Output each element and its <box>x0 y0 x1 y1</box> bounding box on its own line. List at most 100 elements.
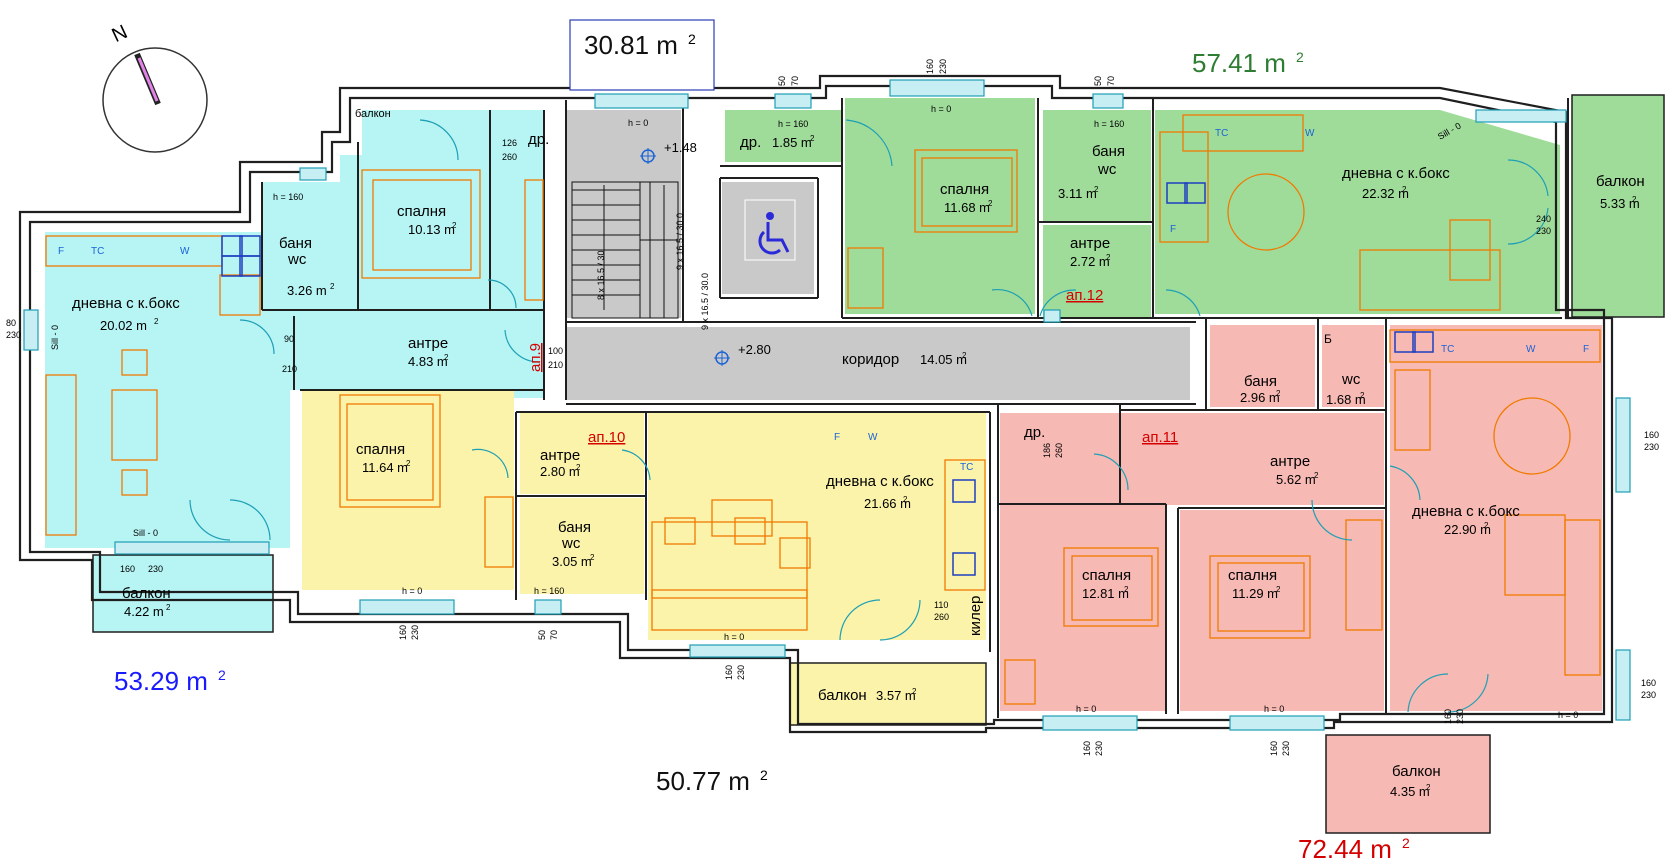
apartment-links[interactable]: ап.9 ап.10 ап.11 ап.12 <box>527 287 1178 446</box>
room-balcony-ap11 <box>1326 735 1490 833</box>
room-bath-ap11 <box>1210 325 1315 407</box>
svg-text:W: W <box>1526 344 1536 355</box>
svg-text:F: F <box>1170 224 1176 235</box>
room-bath-ap12 <box>1043 110 1151 222</box>
svg-text:h = 0: h = 0 <box>931 104 951 114</box>
apartment-link-ap12[interactable]: ап.12 <box>1066 287 1103 304</box>
furniture <box>45 114 1601 705</box>
room-name-r25: антре <box>1270 453 1310 470</box>
room-living-ap11 <box>1390 325 1602 711</box>
svg-text:2: 2 <box>330 282 335 291</box>
svg-text:F: F <box>58 246 64 257</box>
room-area-r19: 22.32 m <box>1362 186 1409 201</box>
room-labels: дневна с к.бокс 20.02 m 2 баня wc 3.26 m… <box>72 108 1645 799</box>
svg-text:h = 160: h = 160 <box>778 119 808 129</box>
room-area-r14: 14.05 m <box>920 352 967 367</box>
svg-text:h = 160: h = 160 <box>273 192 303 202</box>
room-area-r15: 1.85 m <box>772 135 812 150</box>
walls <box>18 74 1614 734</box>
svg-text:260: 260 <box>502 152 517 162</box>
stair-total-box <box>569 19 715 91</box>
svg-text:260: 260 <box>1054 443 1064 458</box>
svg-text:160: 160 <box>1082 741 1092 756</box>
partitions <box>261 98 1569 718</box>
room-name-r15: др. <box>740 134 761 151</box>
room-wc-ap11 <box>1322 325 1384 407</box>
svg-text:110: 110 <box>934 600 948 610</box>
svg-text:TC: TC <box>1215 128 1228 139</box>
svg-text:h = 0: h = 0 <box>402 586 422 596</box>
room-area-r17: 3.11 m <box>1058 186 1097 201</box>
room-name2-r2: wc <box>287 251 307 268</box>
dimension-labels: h = 160 h = 0 h = 160 h = 0 h = 160 h = … <box>6 59 1659 756</box>
svg-text:210: 210 <box>548 360 563 370</box>
svg-text:230: 230 <box>1455 709 1465 724</box>
svg-text:2: 2 <box>912 687 917 696</box>
svg-text:2: 2 <box>988 199 993 208</box>
room-area-r27: 11.29 m <box>1232 586 1278 601</box>
svg-text:70: 70 <box>790 76 800 86</box>
room-area-r16: 11.68 m <box>944 200 990 215</box>
svg-text:2: 2 <box>444 353 449 362</box>
room-name-r8: спалня <box>356 441 405 458</box>
room-bath-ap10 <box>520 498 644 594</box>
room-name-r11: дневна с к.бокс <box>826 473 934 490</box>
room-name-r3: спалня <box>397 203 446 220</box>
stair-label-3: 9 x 16.5 / 30.0 <box>700 273 710 330</box>
room-balcony-ap10 <box>790 663 986 725</box>
svg-text:160: 160 <box>1641 678 1656 688</box>
room-area-r3: 10.13 m <box>408 222 455 237</box>
room-living-ap10 <box>648 412 986 640</box>
room-name-r19: дневна с к.бокс <box>1342 165 1450 182</box>
svg-text:230: 230 <box>1644 442 1659 452</box>
apartment-link-ap10[interactable]: ап.10 <box>588 429 625 446</box>
door-swings <box>189 119 1549 713</box>
room-storage-ap12 <box>725 110 841 162</box>
svg-text:2: 2 <box>760 767 768 783</box>
room-name-r14: коридор <box>842 351 899 368</box>
svg-text:100: 100 <box>548 346 563 356</box>
svg-text:2: 2 <box>576 463 581 472</box>
svg-text:F: F <box>1583 344 1589 355</box>
room-name-r9: антре <box>540 447 580 464</box>
svg-text:160: 160 <box>398 625 408 640</box>
svg-text:50: 50 <box>537 630 547 640</box>
room-name-r22: баня <box>1244 373 1277 390</box>
svg-text:70: 70 <box>549 630 559 640</box>
svg-text:h = 0: h = 0 <box>1558 710 1578 720</box>
svg-text:h = 160: h = 160 <box>534 586 564 596</box>
svg-text:260: 260 <box>934 612 949 622</box>
svg-text:210: 210 <box>282 364 297 374</box>
apartment-link-ap9[interactable]: ап.9 <box>527 343 544 372</box>
room-area-r10: 3.05 m <box>552 554 592 569</box>
svg-text:W: W <box>1305 128 1315 139</box>
room-name-r24: Б <box>1324 332 1332 346</box>
svg-text:TC: TC <box>1441 344 1454 355</box>
total-ap10: 50.77 m <box>656 766 750 796</box>
room-name-r28: дневна с к.бокс <box>1412 503 1520 520</box>
svg-text:2: 2 <box>1426 783 1431 792</box>
svg-text:50: 50 <box>777 76 787 86</box>
room-name-r29: балкон <box>1392 763 1441 780</box>
room-name-r18: антре <box>1070 235 1110 252</box>
svg-text:F: F <box>834 432 840 443</box>
area-totals: 30.81 m 2 57.41 m 2 53.29 m 2 50.77 m 2 … <box>114 19 1410 864</box>
svg-text:2: 2 <box>1402 185 1407 194</box>
total-ap12: 57.41 m <box>1192 48 1286 78</box>
svg-text:2: 2 <box>452 221 457 230</box>
room-stair <box>566 110 681 318</box>
svg-text:240: 240 <box>1536 214 1551 224</box>
room-hall-ap12 <box>1043 225 1151 317</box>
room-area-r5: 4.83 m <box>408 354 448 369</box>
level-stair-label: +1.48 <box>664 140 697 155</box>
svg-text:h = 0: h = 0 <box>1264 704 1284 714</box>
svg-text:2: 2 <box>406 459 411 468</box>
svg-text:2: 2 <box>903 495 908 504</box>
svg-text:W: W <box>868 432 878 443</box>
room-name-r1: дневна с к.бокс <box>72 295 180 312</box>
svg-text:230: 230 <box>410 625 420 640</box>
room-name-r4: др. <box>528 131 549 148</box>
apartment-link-ap11[interactable]: ап.11 <box>1142 429 1178 446</box>
svg-text:230: 230 <box>1094 741 1104 756</box>
room-area-r8: 11.64 m <box>362 460 408 475</box>
